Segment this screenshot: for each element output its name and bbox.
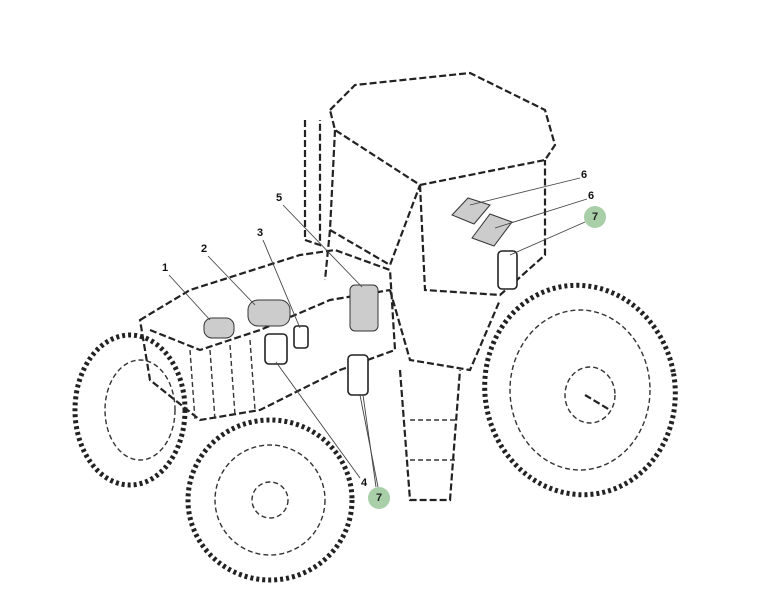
filter-2 <box>247 299 291 327</box>
filter-6a <box>451 197 491 225</box>
callout-4: 4 <box>360 477 368 489</box>
callout-6a: 6 <box>580 169 588 181</box>
filter-7-lower <box>347 354 369 396</box>
callout-2: 2 <box>200 243 208 255</box>
callout-7-upper: 7 <box>584 206 606 228</box>
callout-5: 5 <box>275 192 283 204</box>
filter-4 <box>264 333 288 365</box>
filter-5 <box>349 284 379 332</box>
cab <box>303 71 557 297</box>
filter-7-upper <box>497 250 518 290</box>
leader-lines <box>168 177 588 488</box>
callout-6b: 6 <box>587 190 595 202</box>
front-left-wheel <box>185 417 355 583</box>
callout-3: 3 <box>256 227 264 239</box>
filter-3 <box>293 325 309 349</box>
filter-1 <box>203 317 235 339</box>
front-right-wheel <box>72 332 188 488</box>
callout-7-lower: 7 <box>368 487 390 509</box>
hood <box>138 248 502 502</box>
filter-6b <box>471 213 513 247</box>
rear-wheel <box>482 282 678 498</box>
callout-1: 1 <box>161 262 169 274</box>
